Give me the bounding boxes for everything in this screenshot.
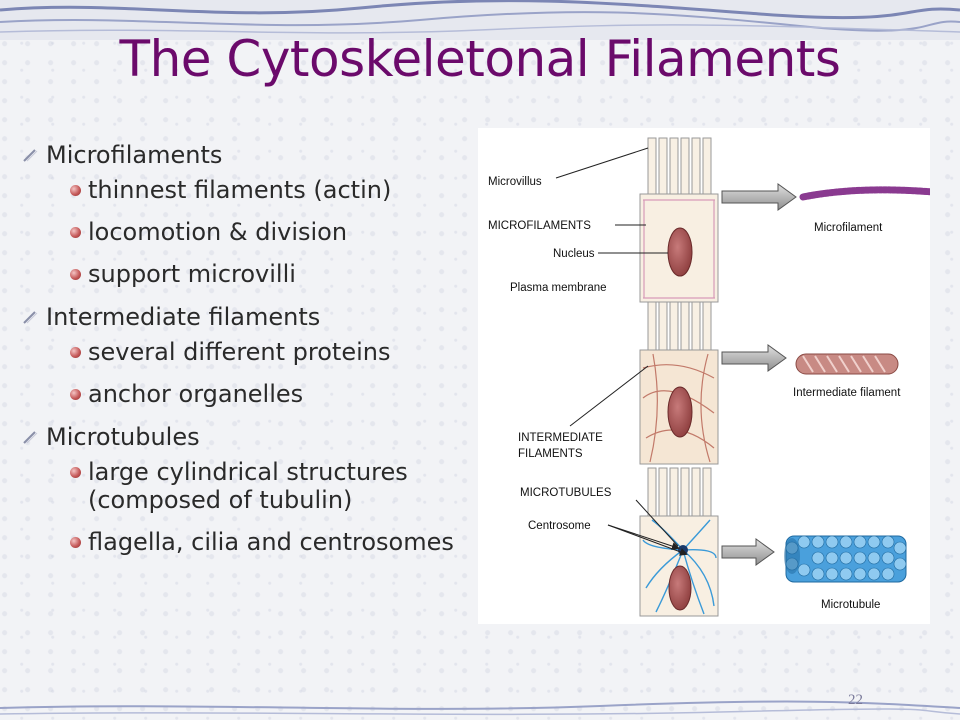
cell-intermediate-filaments: INTERMEDIATE FILAMENTS Intermediate fila… [518,301,901,465]
round-bullet-icon [70,269,81,280]
sub-list: several different proteins anchor organe… [46,338,482,408]
microtubule-shape [784,535,907,583]
intermediate-filament-shape [795,353,899,375]
bullet-label: Microtubules [46,423,200,451]
bullet-label: Intermediate filaments [46,303,321,331]
cell-microfilaments: Microvillus MICROFILAMENTS Nucleus Plasm… [488,137,930,303]
sub-bullet-text: locomotion & division [88,218,348,246]
bullet-microtubules: Microtubules large cylindrical structure… [22,422,482,556]
microfilament-shape [799,186,930,201]
cytoskeleton-diagram: Microvillus MICROFILAMENTS Nucleus Plasm… [478,128,930,624]
sub-bullet-text: thinnest filaments (actin) [88,176,392,204]
cell-microtubules: MICROTUBULES Centrosome Microtubule [520,467,907,617]
bullet-microfilaments: Microfilaments thinnest filaments (actin… [22,140,482,288]
sub-bullet-text: anchor organelles [88,380,304,408]
label-microfilaments: MICROFILAMENTS [488,220,591,232]
arrow-icon [721,538,775,566]
arrow-icon [721,344,787,372]
round-bullet-icon [70,389,81,400]
sub-bullet-text: support microvilli [88,260,296,288]
sub-bullet: locomotion & division [46,218,482,246]
round-bullet-icon [70,185,81,196]
round-bullet-icon [70,347,81,358]
label-intermediate-filaments-line1: INTERMEDIATE [518,432,603,444]
label-intermediate-filament: Intermediate filament [793,387,901,399]
sub-bullet: thinnest filaments (actin) [46,176,482,204]
round-bullet-icon [70,537,81,548]
bullet-list: Microfilaments thinnest filaments (actin… [22,140,482,570]
label-plasma-membrane: Plasma membrane [510,282,607,294]
nucleus-shape [667,227,693,277]
sub-bullet-text: several different proteins [88,338,391,366]
slide-title: The Cytoskeletonal Filaments [119,30,841,88]
label-microvillus: Microvillus [488,176,542,188]
bullet-label: Microfilaments [46,141,223,169]
sub-bullet: several different proteins [46,338,482,366]
sub-bullet-text: large cylindrical structures (composed o… [88,458,408,514]
label-microfilament: Microfilament [814,222,883,234]
slash-bullet-icon [23,311,38,324]
slash-bullet-icon [23,431,38,444]
top-decorative-border [0,0,960,40]
round-bullet-icon [70,227,81,238]
sub-bullet: support microvilli [46,260,482,288]
sub-bullet: anchor organelles [46,380,482,408]
nucleus-shape [667,386,693,438]
nucleus-shape [668,565,692,611]
sub-list: thinnest filaments (actin) locomotion & … [46,176,482,288]
sub-bullet: large cylindrical structures (composed o… [46,458,482,514]
sub-bullet: flagella, cilia and centrosomes [46,528,482,556]
label-centrosome: Centrosome [528,520,591,532]
sub-bullet-text: flagella, cilia and centrosomes [88,528,454,556]
label-intermediate-filaments-line2: FILAMENTS [518,448,583,460]
bullet-intermediate-filaments: Intermediate filaments several different… [22,302,482,408]
page-number: 22 [848,692,863,708]
label-microtubule: Microtubule [821,599,880,611]
slash-bullet-icon [23,149,38,162]
centrosome-shape [678,545,688,555]
arrow-icon [721,183,797,211]
sub-list: large cylindrical structures (composed o… [46,458,482,556]
bottom-decorative-border [0,700,960,716]
label-nucleus: Nucleus [553,248,595,260]
label-microtubules: MICROTUBULES [520,487,612,499]
round-bullet-icon [70,467,81,478]
